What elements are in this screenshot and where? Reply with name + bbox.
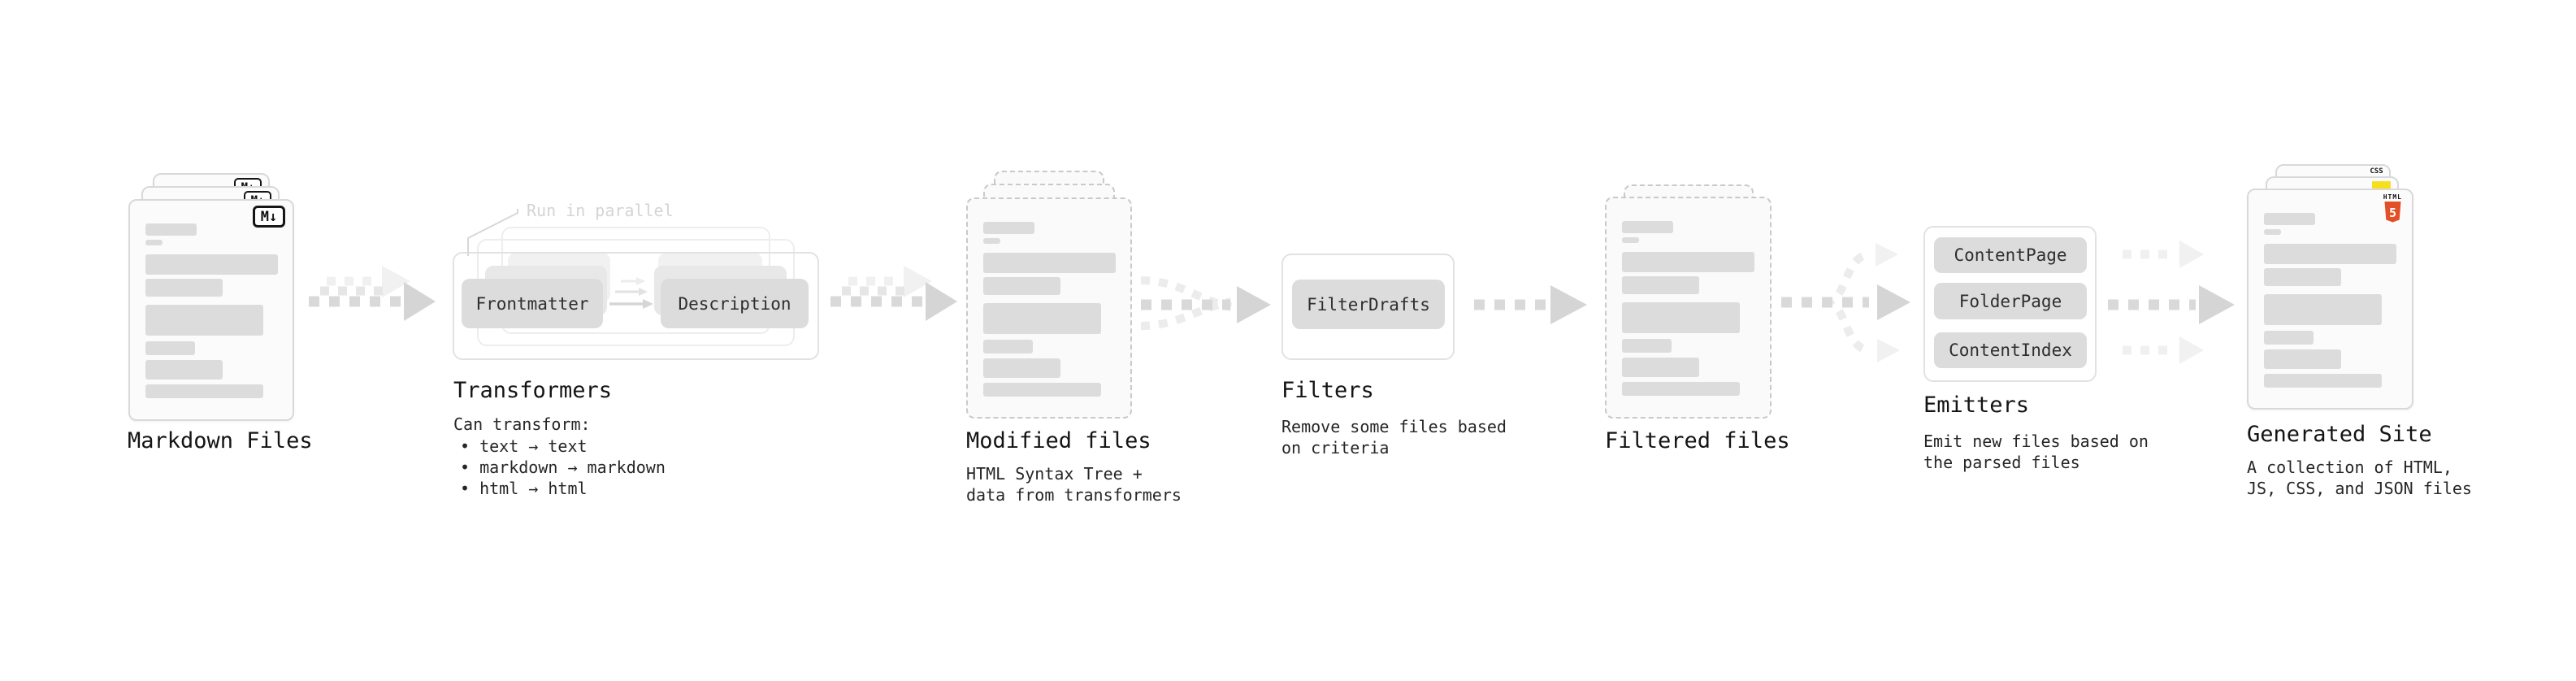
text-line-bar: [2264, 244, 2396, 264]
svg-text:5: 5: [2389, 206, 2396, 220]
text-line-bar: [145, 360, 223, 380]
emitters-desc-2: the parsed files: [1923, 453, 2080, 472]
emitters-heading: Emitters: [1923, 393, 2030, 418]
arrows-emitters-to-generated: [2108, 241, 2235, 364]
frontmatter-chip-label: Frontmatter: [475, 293, 589, 314]
html5-icon-label: HTML: [2383, 193, 2402, 201]
filtered-file-card: [1605, 197, 1772, 419]
modified-files-desc-1: HTML Syntax Tree +: [966, 464, 1143, 484]
markdown-files-label: Markdown Files: [128, 428, 313, 453]
text-line-bar: [1622, 252, 1754, 272]
markdown-icon-text: M↓: [260, 208, 278, 225]
text-line-bar: [983, 358, 1060, 378]
text-line-bar: [983, 277, 1060, 295]
transformers-bullet-2: • markdown → markdown: [460, 458, 666, 477]
folderpage-chip: FolderPage: [1934, 283, 2087, 319]
generated-site-label: Generated Site: [2247, 422, 2432, 447]
text-line-bar: [983, 222, 1034, 234]
markdown-icon: M↓: [253, 206, 285, 228]
text-line-bar: [145, 223, 197, 236]
contentpage-chip-label: ContentPage: [1954, 245, 2067, 265]
text-line-bar: [1622, 358, 1699, 377]
emitters-desc-1: Emit new files based on: [1923, 432, 2149, 451]
transformer-box: [453, 252, 819, 360]
text-line-bar: [2264, 349, 2341, 369]
text-line-bar: [145, 254, 278, 275]
arrow-markdown-to-transformers: [309, 266, 436, 321]
filters-heading: Filters: [1281, 378, 1374, 403]
text-line-bar: [1622, 382, 1740, 396]
contentpage-chip: ContentPage: [1934, 237, 2087, 273]
filters-desc-2: on criteria: [1281, 438, 1390, 458]
text-line-bar: [2264, 213, 2315, 225]
text-line-bar: [145, 384, 263, 398]
arrow-transformers-to-modified: [830, 266, 957, 321]
modified-files-desc-2: data from transformers: [966, 485, 1182, 505]
generated-html-file-card: HTML 5: [2247, 189, 2413, 410]
description-chip-label: Description: [678, 293, 791, 314]
text-line-bar: [983, 253, 1116, 273]
generated-site-desc-2: JS, CSS, and JSON files: [2247, 479, 2472, 498]
filtered-files-label: Filtered files: [1605, 428, 1790, 453]
text-line-bar: [1622, 237, 1639, 243]
text-line-bar: [983, 383, 1101, 397]
folderpage-chip-label: FolderPage: [1958, 291, 2062, 311]
text-line-bar: [2264, 229, 2281, 235]
filters-box: [1281, 254, 1455, 360]
transformers-desc-title: Can transform:: [453, 414, 591, 434]
css-icon-text: CSS: [2370, 167, 2383, 176]
text-line-bar: [145, 341, 195, 355]
text-line-bar: [1622, 339, 1672, 353]
frontmatter-chip: Frontmatter: [462, 279, 603, 328]
text-line-bar: [1622, 276, 1699, 294]
filterdrafts-chip-label: FilterDrafts: [1307, 294, 1430, 314]
arrow-filters-to-filtered: [1474, 285, 1587, 324]
transformers-heading: Transformers: [453, 378, 613, 403]
text-line-bar: [983, 303, 1101, 334]
arrow-modified-to-filters-merge: [1140, 276, 1271, 330]
transformers-bullet-3: • html → html: [460, 479, 588, 498]
text-line-bar: [1622, 221, 1673, 233]
text-line-bar: [145, 240, 163, 245]
text-line-bar: [2264, 294, 2382, 325]
text-line-bar: [145, 279, 223, 297]
text-line-bar: [2264, 374, 2382, 388]
html5-shield-icon: 5: [2384, 202, 2401, 223]
text-line-bar: [2264, 331, 2314, 345]
text-line-bar: [1622, 302, 1740, 333]
contentindex-chip-label: ContentIndex: [1949, 340, 2072, 360]
filters-desc-1: Remove some files based: [1281, 417, 1507, 436]
text-line-bar: [2264, 268, 2341, 286]
modified-files-label: Modified files: [966, 428, 1151, 453]
contentindex-chip: ContentIndex: [1934, 332, 2087, 368]
modified-file-card: [966, 197, 1132, 419]
emitters-box: [1923, 226, 2097, 382]
text-line-bar: [983, 238, 1000, 244]
markdown-file-card: M↓: [128, 199, 294, 421]
filterdrafts-chip: FilterDrafts: [1292, 280, 1445, 329]
arrow-filtered-to-emitters-split: [1781, 243, 1910, 362]
html5-icon: HTML 5: [2383, 194, 2402, 223]
transformers-bullet-1: • text → text: [460, 436, 588, 456]
description-chip: Description: [661, 279, 809, 328]
generated-site-desc-1: A collection of HTML,: [2247, 458, 2452, 477]
run-in-parallel-note: Run in parallel: [527, 201, 674, 220]
text-line-bar: [145, 305, 263, 336]
text-line-bar: [983, 340, 1033, 354]
